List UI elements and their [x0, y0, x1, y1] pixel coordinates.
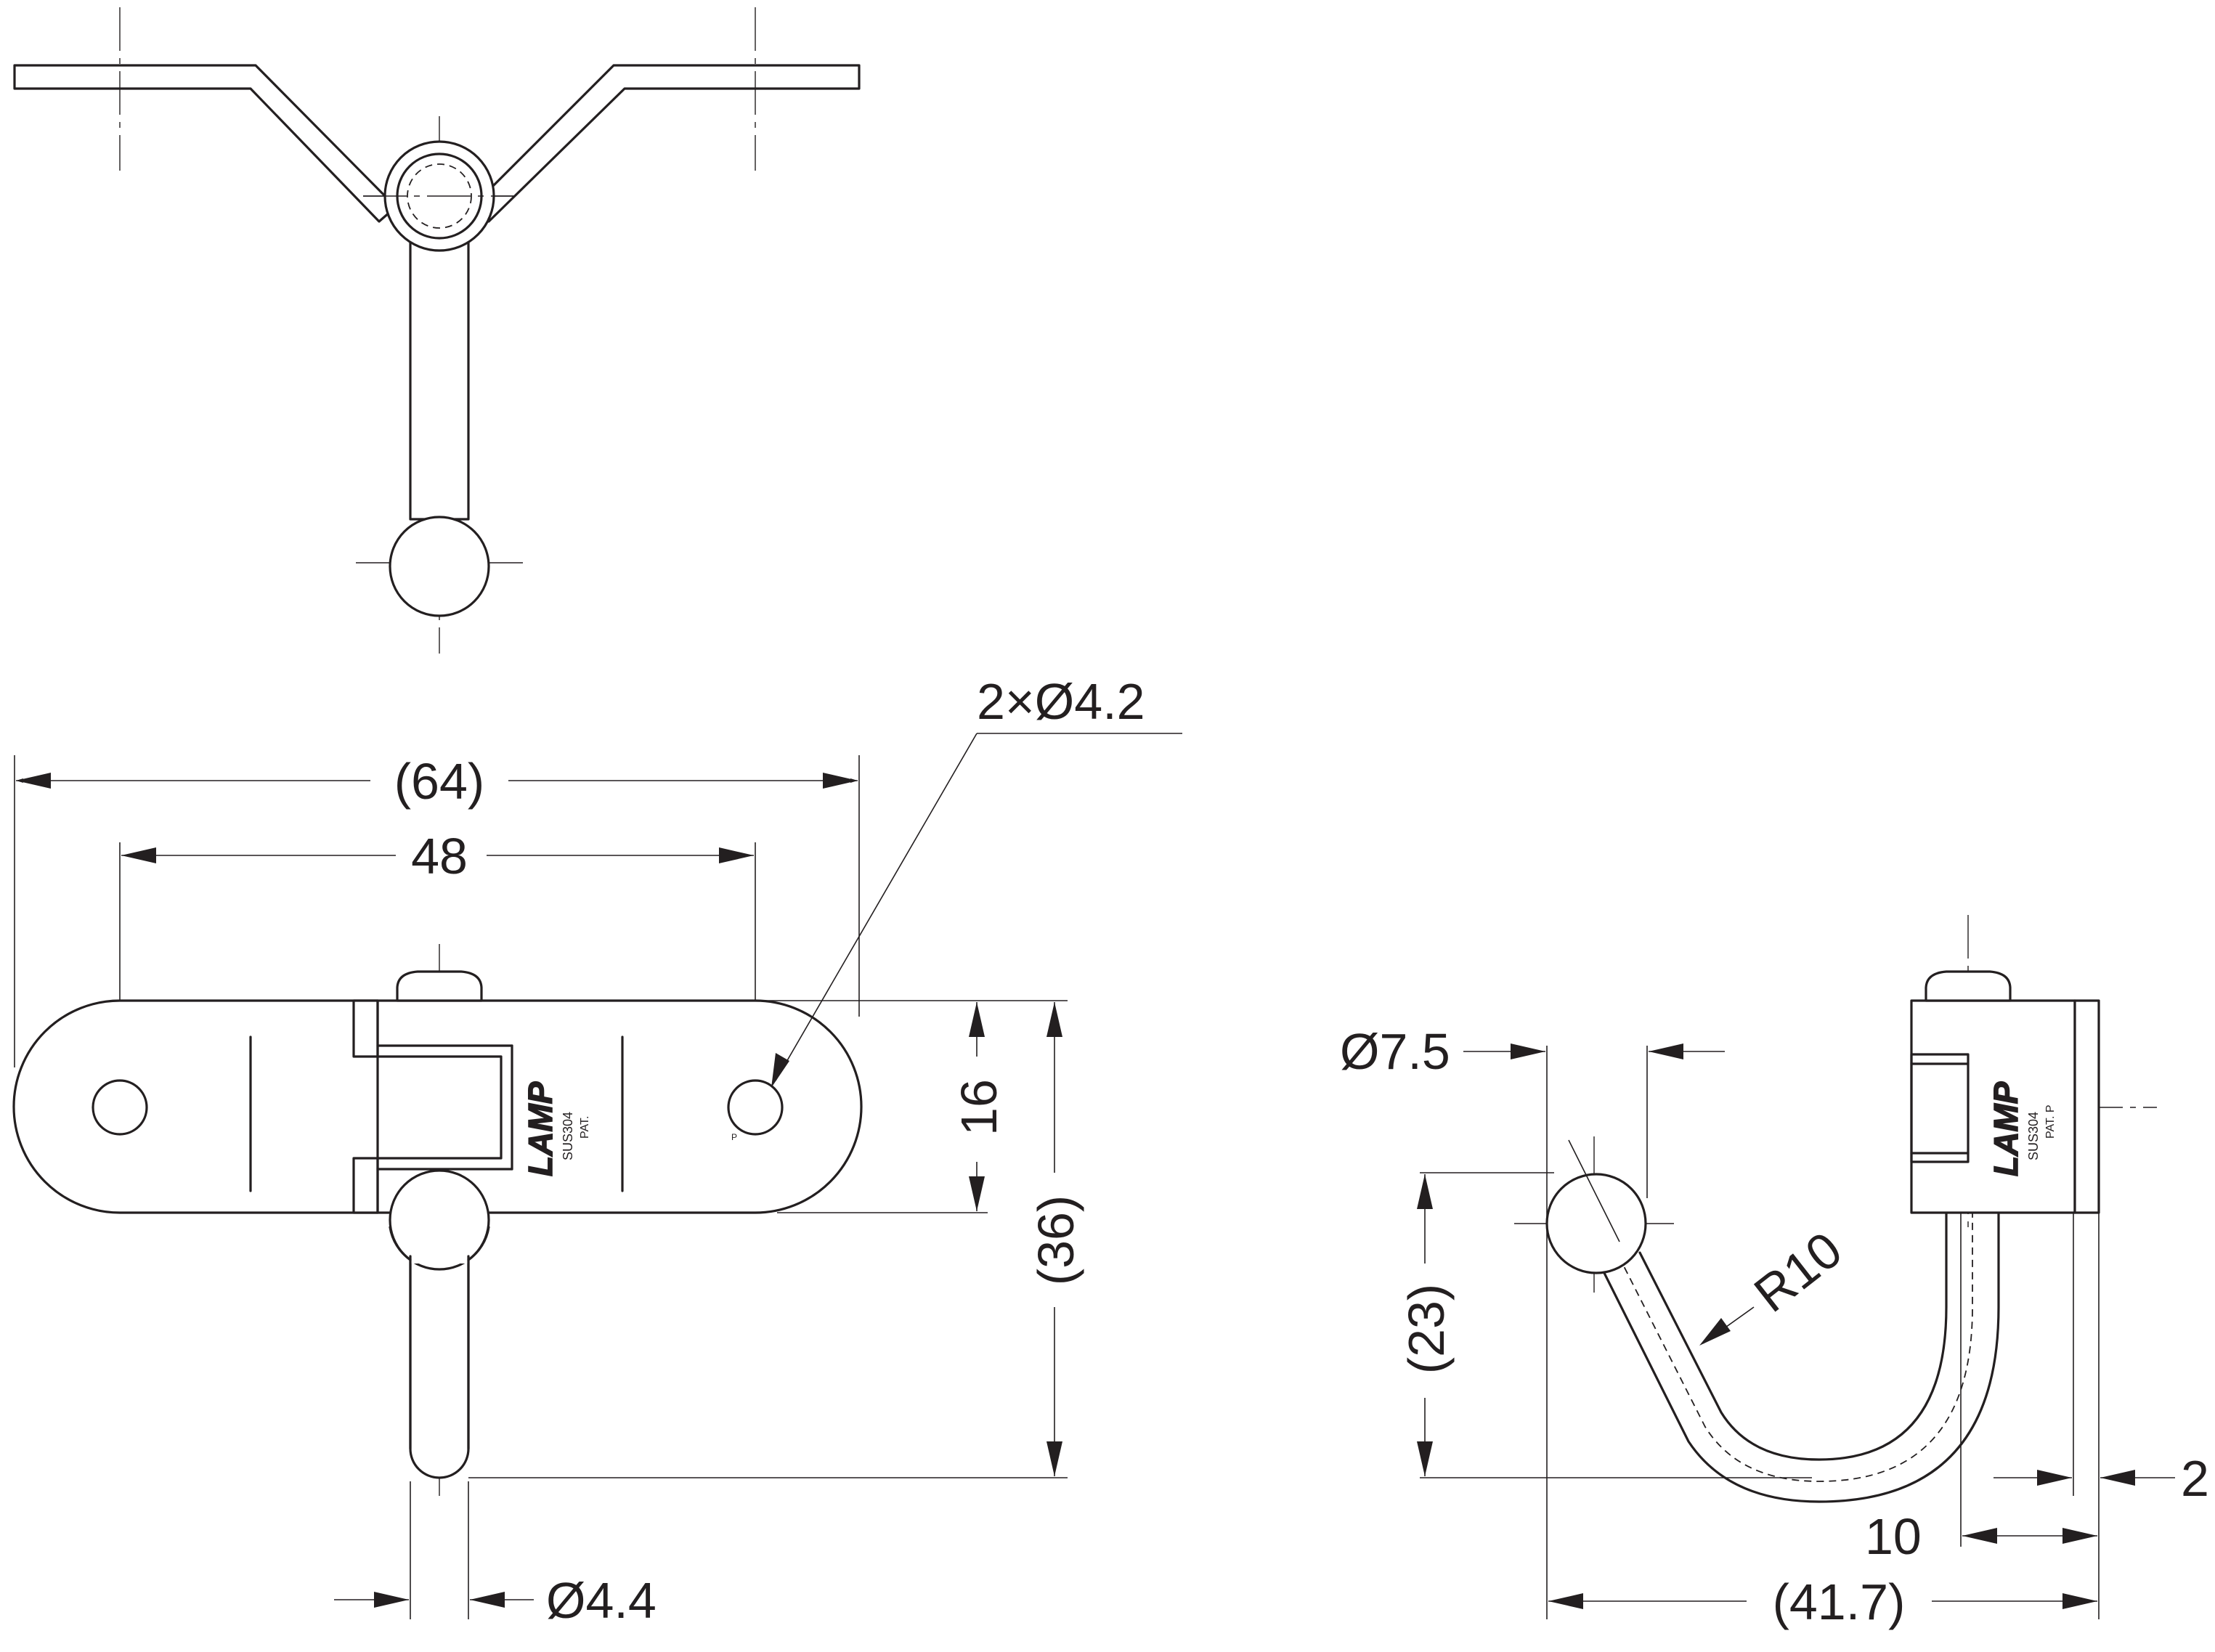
front-view: LAMP SUS304 PAT. P (64) 48 2×Ø4.2 16: [12, 673, 1182, 1629]
hinge-leaf-right-top: [471, 64, 861, 223]
hinge-knuckle-front-lower: [352, 1157, 379, 1214]
knob-leader-mark: [1568, 1139, 1620, 1242]
logo-text: LAMP: [521, 1081, 559, 1176]
hinge-knuckle-front: [352, 999, 379, 1058]
dim-text-48: 48: [411, 828, 468, 884]
pin-cap-front: [396, 970, 483, 1002]
hinge-pin-hidden: [407, 163, 472, 229]
hinge-barrel-side: [1910, 1053, 1970, 1163]
logo-marking-side: LAMP SUS304 PAT. P: [1986, 1081, 2057, 1177]
logo-text-side: LAMP: [1987, 1081, 2025, 1176]
hook-inner: [1638, 1211, 1948, 1461]
dim-text-r10: R10: [1744, 1221, 1852, 1323]
pin-cap-side: [1925, 970, 2012, 1002]
top-view: [13, 7, 861, 654]
mounting-hole-right: [727, 1079, 784, 1136]
pin-knob-arc-right: [467, 1226, 490, 1261]
dim-text-36: (36): [1028, 1195, 1084, 1285]
mounting-hole-left: [92, 1079, 148, 1136]
pin-shaft-front: [409, 1248, 470, 1479]
logo-marking-front: LAMP SUS304 PAT.: [521, 1081, 591, 1177]
dim-text-64: (64): [394, 753, 484, 810]
dim-text-16: 16: [951, 1079, 1007, 1136]
hook-outer: [1596, 1211, 2000, 1503]
hinge-plate-front: [12, 999, 863, 1214]
dim-text-pin-dia: Ø4.4: [546, 1572, 657, 1629]
knob-side: [1545, 1173, 1647, 1274]
dim-text-23: (23): [1398, 1284, 1455, 1374]
hinge-leaf-left-top: [13, 64, 397, 223]
dim-text-2: 2: [2181, 1450, 2209, 1507]
patent-text: PAT.: [579, 1116, 591, 1139]
dim-text-holes: 2×Ø4.2: [977, 673, 1145, 730]
hinge-leaf-edge: [376, 999, 503, 1214]
hinge-plate-side: [2073, 999, 2100, 1214]
dim-text-10: 10: [1865, 1508, 1922, 1565]
material-text-side: SUS304: [2026, 1112, 2041, 1160]
dim-text-417: (41.7): [1773, 1574, 1906, 1630]
material-text: SUS304: [561, 1112, 575, 1160]
pin-knob-arc-left: [389, 1226, 412, 1261]
pin-shaft-top-view: [409, 235, 470, 521]
dim-text-knob-dia: Ø7.5: [1340, 1023, 1450, 1080]
pin-knob-top-view: [389, 516, 490, 617]
patent-text-side: PAT. P: [2044, 1104, 2057, 1139]
leader-holes-line: [775, 733, 978, 1081]
side-view: LAMP SUS304 PAT. P Ø7.5 (23) R10 2 10: [1340, 915, 2209, 1630]
p-marking: P: [731, 1132, 737, 1142]
